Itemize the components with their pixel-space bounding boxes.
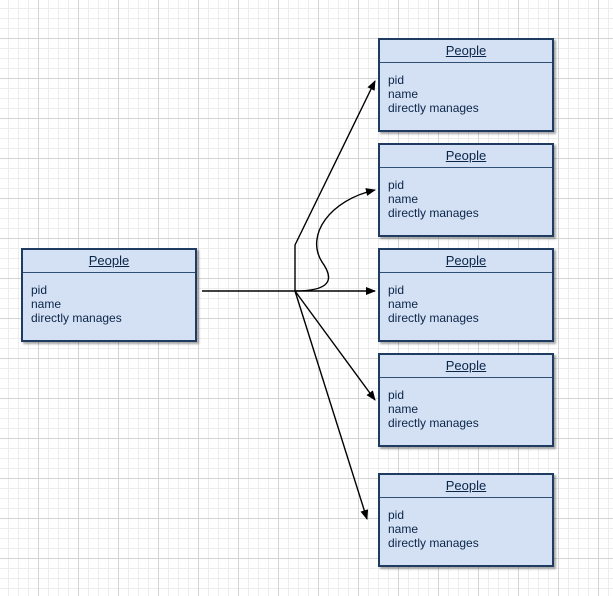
- target-entity-people-5[interactable]: People pid name directly manages: [378, 473, 554, 567]
- entity-title: People: [380, 145, 552, 168]
- connector-arrow-to-entity-1[interactable]: [294, 80, 376, 291]
- source-entity-people[interactable]: People pid name directly manages: [21, 248, 197, 342]
- attribute-name: name: [388, 297, 419, 311]
- entity-attribute-list: pid name directly manages: [380, 63, 552, 115]
- entity-title: People: [380, 250, 552, 273]
- connector-arrow-to-entity-5[interactable]: [294, 290, 369, 520]
- attribute-directly-manages: directly manages: [388, 416, 479, 430]
- attribute-directly-manages: directly manages: [388, 311, 479, 325]
- attribute-name: name: [388, 522, 419, 536]
- entity-attribute-list: pid name directly manages: [380, 378, 552, 430]
- entity-attribute-list: pid name directly manages: [380, 168, 552, 220]
- attribute-directly-manages: directly manages: [388, 206, 479, 220]
- attribute-name: name: [388, 402, 419, 416]
- connector-arrow-to-entity-2[interactable]: [294, 188, 376, 292]
- attribute-pid: pid: [388, 283, 405, 297]
- attribute-directly-manages: directly manages: [388, 101, 479, 115]
- attribute-name: name: [31, 297, 62, 311]
- entity-title: People: [380, 40, 552, 63]
- target-entity-people-4[interactable]: People pid name directly manages: [378, 353, 554, 447]
- target-entity-people-2[interactable]: People pid name directly manages: [378, 143, 554, 237]
- entity-attribute-list: pid name directly manages: [380, 498, 552, 550]
- entity-attribute-list: pid name directly manages: [380, 273, 552, 325]
- target-entity-people-3[interactable]: People pid name directly manages: [378, 248, 554, 342]
- connector-arrow-to-entity-4[interactable]: [294, 290, 376, 401]
- target-entity-people-1[interactable]: People pid name directly manages: [378, 38, 554, 132]
- attribute-name: name: [388, 192, 419, 206]
- attribute-directly-manages: directly manages: [388, 536, 479, 550]
- entity-title: People: [23, 250, 195, 273]
- entity-title: People: [380, 355, 552, 378]
- attribute-pid: pid: [388, 73, 405, 87]
- attribute-pid: pid: [388, 178, 405, 192]
- attribute-name: name: [388, 87, 419, 101]
- entity-title: People: [380, 475, 552, 498]
- attribute-pid: pid: [388, 388, 405, 402]
- attribute-directly-manages: directly manages: [31, 311, 122, 325]
- attribute-pid: pid: [388, 508, 405, 522]
- entity-attribute-list: pid name directly manages: [23, 273, 195, 325]
- attribute-pid: pid: [31, 283, 48, 297]
